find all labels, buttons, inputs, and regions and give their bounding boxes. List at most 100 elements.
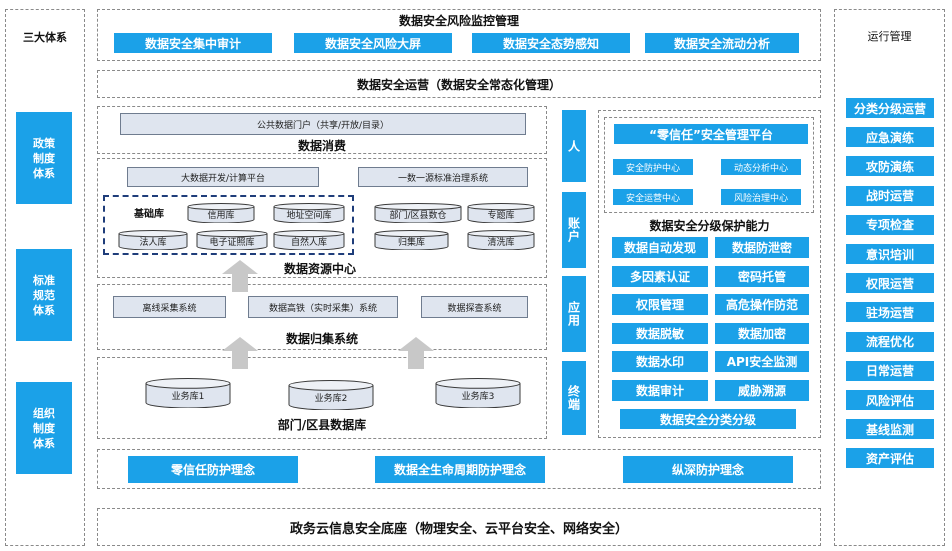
right-item: 应急演练 <box>846 127 934 148</box>
capability-item: 多因素认证 <box>612 265 708 287</box>
right-item: 流程优化 <box>846 331 934 352</box>
database-cylinder-label: 部门/区县数仓 <box>389 211 447 222</box>
right-item: 权限运营 <box>846 273 934 294</box>
standard-govern-system: 一数一源标准治理系统 <box>358 167 528 187</box>
database-cylinder-label: 地址空间库 <box>286 211 332 222</box>
collect-panel <box>97 284 547 350</box>
database-cylinder-label: 电子证照库 <box>209 238 255 249</box>
base-libs-label: 基础库 <box>134 209 164 220</box>
database-cylinder-label: 业务库1 <box>171 392 205 403</box>
zero-trust-platform <box>604 117 814 213</box>
security-base: 政务云信息安全底座（物理安全、云平台安全、网络安全） <box>97 508 821 546</box>
zt-center-ops: 安全运营中心 <box>613 189 693 205</box>
capability-item: 数据自动发现 <box>612 237 708 258</box>
right-item: 攻防演练 <box>846 156 934 177</box>
right-item: 基线监测 <box>846 419 934 440</box>
database-cylinder-label: 业务库2 <box>314 394 348 405</box>
capability-item: 密码托管 <box>715 265 809 287</box>
public-portal: 公共数据门户（共享/开放/目录） <box>120 113 526 135</box>
database-cylinder: 清洗库 <box>467 230 535 250</box>
right-item: 资产评估 <box>846 448 934 469</box>
consume-title: 数据消费 <box>297 138 346 153</box>
zero-trust-panel <box>598 110 821 438</box>
identity-application: 应用 <box>562 276 586 352</box>
arrow-up-icon <box>222 260 258 292</box>
right-item: 战时运营 <box>846 185 934 206</box>
database-cylinder: 法人库 <box>118 230 188 250</box>
collect-realtime: 数据高铁（实时采集）系统 <box>248 296 398 318</box>
ops-panel: 数据安全运营（数据安全常态化管理） <box>97 70 821 98</box>
database-cylinder: 业务库1 <box>145 378 231 408</box>
resource-panel <box>97 158 547 278</box>
resource-title: 数据资源中心 <box>283 261 356 276</box>
database-cylinder-label: 专题库 <box>487 211 515 222</box>
zt-center-risk: 风险治理中心 <box>721 189 801 205</box>
capability-item: 数据加密 <box>715 322 809 344</box>
right-panel <box>834 9 945 546</box>
left-item-standard: 标准 规范 体系 <box>16 249 72 341</box>
capability-item: 威胁溯源 <box>715 379 809 401</box>
monitor-item-screen: 数据安全风险大屏 <box>294 33 452 53</box>
zero-trust-title: “零信任”安全管理平台 <box>614 124 808 144</box>
database-cylinder: 业务库2 <box>288 380 374 410</box>
right-item: 风险评估 <box>846 390 934 410</box>
right-panel-title: 运行管理 <box>867 30 912 43</box>
zt-center-analysis: 动态分析中心 <box>721 159 801 175</box>
database-cylinder-label: 清洗库 <box>487 238 515 249</box>
database-cylinder-label: 归集库 <box>397 238 425 249</box>
monitor-panel <box>97 9 821 61</box>
database-cylinder-label: 法人库 <box>139 238 167 249</box>
capability-item: API安全监测 <box>715 351 809 372</box>
concepts-panel <box>97 449 821 489</box>
database-cylinder: 归集库 <box>374 230 449 250</box>
database-cylinder-label: 业务库3 <box>461 392 495 403</box>
arrow-up-icon <box>398 337 434 369</box>
database-cylinder-label: 信用库 <box>207 211 235 222</box>
left-item-organization: 组织 制度 体系 <box>16 382 72 474</box>
left-panel <box>5 9 85 546</box>
capability-item: 数据水印 <box>612 351 708 372</box>
database-cylinder: 地址空间库 <box>273 203 345 223</box>
capability-item: 权限管理 <box>612 294 708 315</box>
capability-title: 数据安全分级保护能力 <box>649 218 770 233</box>
source-panel <box>97 357 547 439</box>
identity-person: 人 <box>562 110 586 182</box>
database-cylinder: 信用库 <box>187 203 255 223</box>
database-cylinder-label: 自然人库 <box>290 238 327 249</box>
data-classify: 数据安全分类分级 <box>620 409 796 429</box>
source-title: 部门/区县数据库 <box>277 417 367 432</box>
concept-lifecycle: 数据全生命周期防护理念 <box>375 456 545 483</box>
database-cylinder: 专题库 <box>467 203 535 223</box>
database-cylinder: 业务库3 <box>435 378 521 408</box>
right-item: 驻场运营 <box>846 302 934 323</box>
concept-defense-depth: 纵深防护理念 <box>623 456 793 483</box>
monitor-item-flow: 数据安全流动分析 <box>645 33 799 53</box>
database-cylinder: 电子证照库 <box>196 230 268 250</box>
database-cylinder: 部门/区县数仓 <box>374 203 462 223</box>
capability-item: 数据审计 <box>612 379 708 401</box>
collect-explore: 数据探查系统 <box>421 296 528 318</box>
left-item-policy: 政策 制度 体系 <box>16 112 72 204</box>
right-item: 日常运营 <box>846 360 934 381</box>
arrow-up-icon <box>222 337 258 369</box>
identity-terminal: 终端 <box>562 361 586 435</box>
identity-account: 账户 <box>562 192 586 268</box>
capability-item: 高危操作防范 <box>715 294 809 315</box>
collect-offline: 离线采集系统 <box>113 296 226 318</box>
monitor-item-situation: 数据安全态势感知 <box>472 33 630 53</box>
right-item: 专项检查 <box>846 214 934 235</box>
right-item: 意识培训 <box>846 244 934 264</box>
consume-panel <box>97 106 547 154</box>
monitor-title: 数据安全风险监控管理 <box>398 13 519 28</box>
monitor-item-audit: 数据安全集中审计 <box>114 33 272 53</box>
concept-zero-trust: 零信任防护理念 <box>128 456 298 483</box>
capability-item: 数据防泄密 <box>715 237 809 258</box>
base-libs-group <box>103 195 354 255</box>
left-panel-title: 三大体系 <box>23 31 67 44</box>
capability-item: 数据脱敏 <box>612 322 708 344</box>
database-cylinder: 自然人库 <box>273 230 345 250</box>
bigdata-platform: 大数据开发/计算平台 <box>127 167 319 187</box>
collect-title: 数据归集系统 <box>285 331 358 346</box>
right-item: 分类分级运营 <box>846 98 934 118</box>
zt-center-protect: 安全防护中心 <box>613 159 693 175</box>
